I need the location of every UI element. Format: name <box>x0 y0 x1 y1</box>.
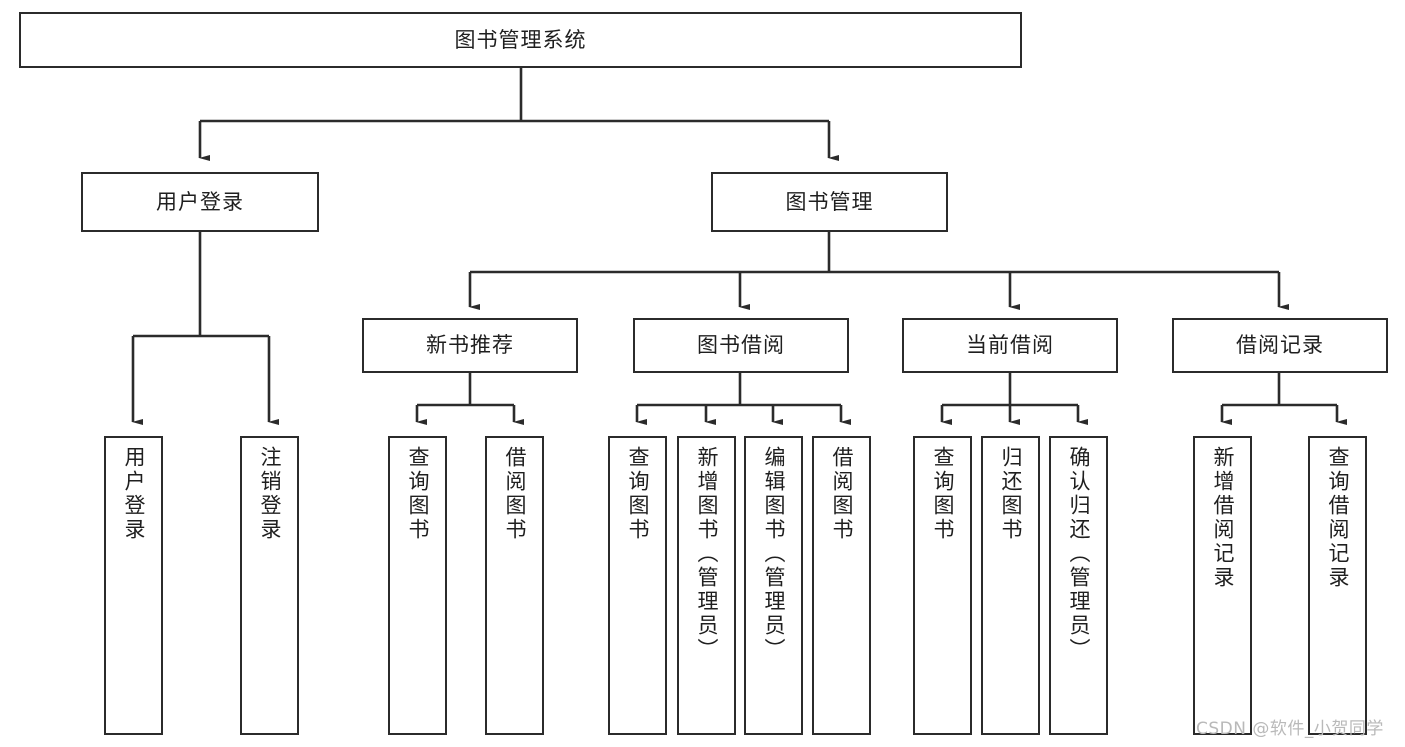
node-leaf-add-book[interactable]: 新增图书（管理员） <box>677 436 736 735</box>
node-label: 用户登录 <box>156 189 244 214</box>
node-leaf-query-book-2[interactable]: 查询图书 <box>608 436 667 735</box>
node-label: 查询图书 <box>626 446 650 542</box>
node-root-book-management-system[interactable]: 图书管理系统 <box>19 12 1022 68</box>
node-label: 查询图书 <box>406 446 430 542</box>
node-leaf-user-login[interactable]: 用户登录 <box>104 436 163 735</box>
node-label: 借阅图书 <box>503 446 527 542</box>
node-book-borrow[interactable]: 图书借阅 <box>633 318 849 373</box>
node-leaf-borrow-book-2[interactable]: 借阅图书 <box>812 436 871 735</box>
node-leaf-query-book-1[interactable]: 查询图书 <box>388 436 447 735</box>
node-label: 用户登录 <box>122 446 146 542</box>
node-label: 查询图书 <box>931 446 955 542</box>
node-leaf-query-book-3[interactable]: 查询图书 <box>913 436 972 735</box>
node-leaf-logout-login[interactable]: 注销登录 <box>240 436 299 735</box>
node-label: 归还图书 <box>999 446 1023 542</box>
node-label: 查询借阅记录 <box>1326 446 1350 590</box>
csdn-watermark: CSDN @软件_小贺同学 <box>1196 719 1384 739</box>
node-leaf-borrow-book-1[interactable]: 借阅图书 <box>485 436 544 735</box>
node-label: 图书管理 <box>785 189 874 214</box>
node-leaf-query-borrow-record[interactable]: 查询借阅记录 <box>1308 436 1367 735</box>
node-new-book-recommend[interactable]: 新书推荐 <box>362 318 578 373</box>
node-label: 借阅记录 <box>1236 333 1324 358</box>
node-label: 图书借阅 <box>697 333 785 358</box>
node-leaf-return-book[interactable]: 归还图书 <box>981 436 1040 735</box>
node-user-login[interactable]: 用户登录 <box>81 172 319 232</box>
node-label: 借阅图书 <box>830 446 854 542</box>
node-label: 图书管理系统 <box>454 27 587 52</box>
node-borrow-record[interactable]: 借阅记录 <box>1172 318 1388 373</box>
node-leaf-edit-book[interactable]: 编辑图书（管理员） <box>744 436 803 735</box>
node-current-borrow[interactable]: 当前借阅 <box>902 318 1118 373</box>
node-book-management[interactable]: 图书管理 <box>711 172 948 232</box>
node-label: 当前借阅 <box>966 333 1054 358</box>
node-label: 确认归还（管理员） <box>1067 446 1091 662</box>
node-label: 新增借阅记录 <box>1211 446 1235 590</box>
node-label: 编辑图书（管理员） <box>762 446 786 662</box>
node-label: 新书推荐 <box>426 333 514 358</box>
node-leaf-confirm-return[interactable]: 确认归还（管理员） <box>1049 436 1108 735</box>
node-label: 新增图书（管理员） <box>695 446 719 662</box>
node-leaf-add-borrow-record[interactable]: 新增借阅记录 <box>1193 436 1252 735</box>
node-label: 注销登录 <box>258 446 282 542</box>
